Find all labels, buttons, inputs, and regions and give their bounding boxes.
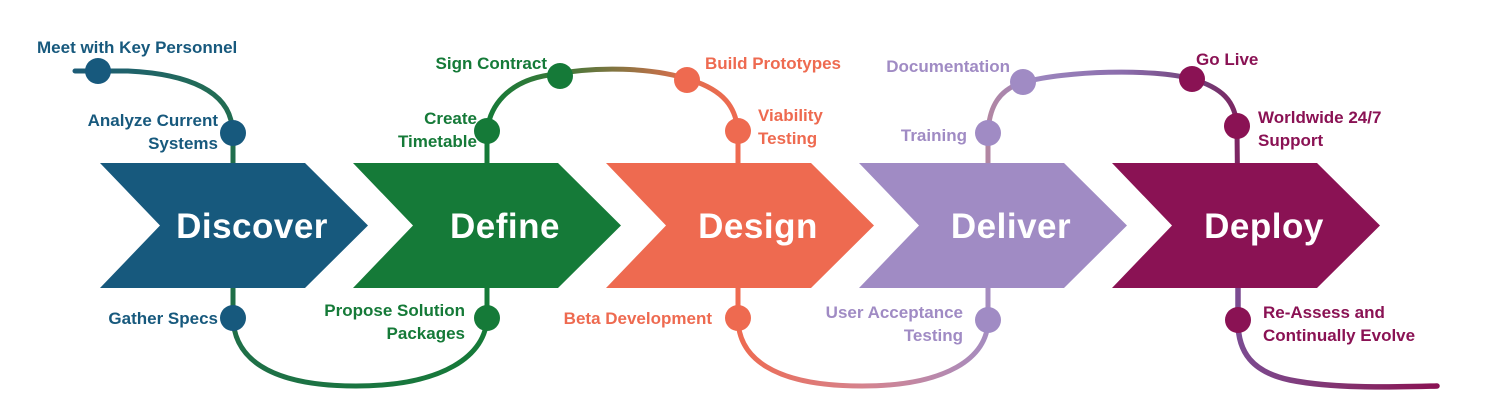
dot-sign-contract — [547, 63, 573, 89]
label-sign-contract: Sign Contract — [435, 54, 547, 73]
label-create-timetable: Create Timetable — [397, 109, 477, 151]
label-meet-with-key-personnel: Meet with Key Personnel — [37, 38, 238, 57]
chevron-deploy — [1112, 163, 1380, 288]
dot-training — [975, 120, 1001, 146]
label-re-assess-continually-evolve: Re-Assess and Continually Evolve — [1263, 303, 1416, 345]
dot-propose-solution-packages — [474, 305, 500, 331]
dot-viability-testing — [725, 118, 751, 144]
label-build-prototypes: Build Prototypes — [705, 54, 842, 73]
dot-re-assess — [1225, 307, 1251, 333]
label-training: Training — [900, 126, 967, 145]
chevron-discover — [100, 163, 368, 288]
dot-user-acceptance-testing — [975, 307, 1001, 333]
timeline-path — [72, 66, 1440, 390]
label-analyze-current-systems: Analyze Current Systems — [87, 111, 218, 153]
path-segment-discover-define — [230, 217, 490, 389]
milestone-dots — [85, 58, 1251, 333]
path-segment-deploy-tail — [1235, 217, 1440, 390]
label-go-live: Go Live — [1196, 50, 1259, 69]
label-gather-specs: Gather Specs — [108, 309, 218, 328]
dot-build-prototypes — [674, 67, 700, 93]
path-segment-deliver-deploy — [985, 69, 1241, 233]
label-user-acceptance-testing: User Acceptance Testing — [825, 303, 963, 345]
path-segment-design-deliver — [735, 217, 991, 389]
stage-title-discover: Discover — [176, 207, 328, 246]
label-beta-development: Beta Development — [563, 309, 712, 328]
chevron-define — [353, 163, 621, 288]
stage-title-deliver: Deliver — [951, 207, 1071, 246]
stage-title-define: Define — [450, 207, 560, 246]
dot-gather-specs — [220, 305, 246, 331]
path-segment-define-design — [484, 66, 741, 233]
dot-documentation — [1010, 69, 1036, 95]
dot-create-timetable — [474, 118, 500, 144]
dot-analyze-current-systems — [220, 120, 246, 146]
chevron-deliver — [859, 163, 1127, 288]
label-propose-solution-packages: Propose Solution Packages — [324, 301, 465, 343]
label-documentation: Documentation — [886, 57, 1010, 76]
dot-go-live — [1179, 66, 1205, 92]
stage-title-deploy: Deploy — [1204, 207, 1324, 246]
stage-title-design: Design — [698, 207, 818, 246]
label-worldwide-support: Worldwide 24/7 Support — [1258, 108, 1382, 150]
chevron-design — [606, 163, 874, 288]
dot-beta-development — [725, 305, 751, 331]
stage-chevrons: Discover Define Design Deliver Deploy — [100, 163, 1380, 288]
label-viability-testing: Viability Testing — [758, 106, 823, 148]
dot-worldwide-support — [1224, 113, 1250, 139]
dot-meet-with-key-personnel — [85, 58, 111, 84]
